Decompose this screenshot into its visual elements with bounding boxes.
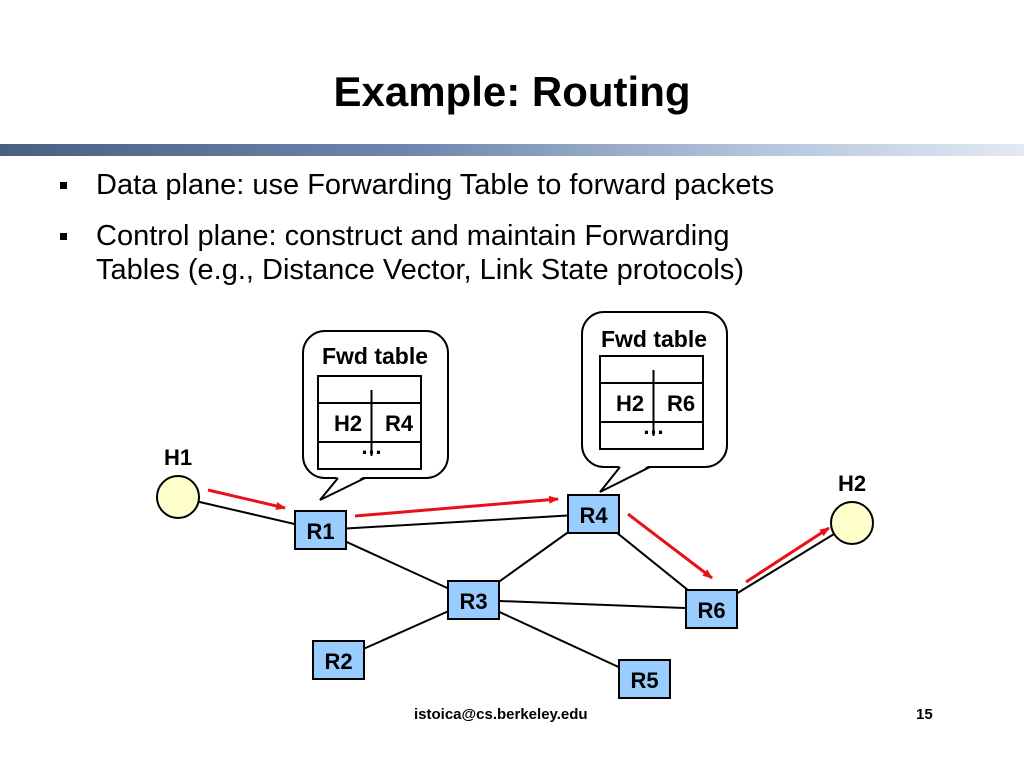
footer-email: istoica@cs.berkeley.edu (414, 706, 588, 723)
link-r3-r6 (473, 599, 712, 610)
router-r2: R2 (312, 640, 365, 680)
fwd-table-more-rows: … (643, 414, 665, 439)
links-layer (177, 496, 853, 680)
router-label: R6 (697, 598, 725, 623)
fwd-table-more-rows: … (361, 434, 383, 459)
slide-title: Example: Routing (333, 68, 691, 115)
fwd-table-next-hop: R6 (667, 391, 695, 416)
bullet-text: Control plane: construct and maintain Fo… (96, 220, 744, 286)
fwd-table-dest: H2 (334, 411, 362, 436)
callout-tail (319, 477, 366, 501)
router-box (447, 580, 500, 620)
router-box (618, 659, 671, 699)
path-arrow-r4-r6 (627, 512, 713, 580)
router-box (685, 589, 738, 629)
fwd-table-title: Fwd table (601, 326, 707, 352)
bullet-marker-icon (60, 182, 67, 189)
router-label: R2 (324, 649, 352, 674)
router-r5: R5 (618, 659, 671, 699)
router-label: R4 (579, 503, 608, 528)
fwd-table-title: Fwd table (322, 343, 428, 369)
callout-tail (599, 466, 651, 493)
router-r3: R3 (447, 580, 500, 620)
path-arrow-r6-h2 (745, 526, 830, 584)
router-box (294, 510, 347, 550)
fwd-table-dest: H2 (616, 391, 644, 416)
page-number: 15 (916, 706, 933, 723)
router-label: R3 (459, 589, 487, 614)
packet-path-layer (207, 488, 830, 584)
link-r3-r5 (473, 599, 645, 680)
router-box (312, 640, 365, 680)
fwd-table-next-hop: R4 (385, 411, 414, 436)
bullet-marker-icon (60, 233, 67, 240)
host-circle (830, 501, 874, 545)
router-box (567, 494, 620, 534)
bullet-text: Data plane: use Forwarding Table to forw… (96, 169, 775, 201)
path-arrow-r1-r4 (354, 495, 559, 518)
host-h1: H1 (156, 445, 200, 519)
router-r1: R1 (294, 510, 347, 550)
host-label: H2 (838, 471, 866, 496)
router-r6: R6 (685, 589, 738, 629)
fwd-table-frame (599, 355, 704, 450)
fwd-table-frame (317, 375, 422, 470)
router-label: R5 (630, 668, 658, 693)
host-h2: H2 (830, 471, 874, 545)
link-r1-r4 (320, 513, 594, 531)
path-arrow-h1-r1 (207, 488, 286, 510)
host-label: H1 (164, 445, 192, 470)
router-r4: R4 (567, 494, 620, 534)
host-circle (156, 475, 200, 519)
title-underline-bar (0, 144, 1024, 156)
router-label: R1 (306, 519, 334, 544)
